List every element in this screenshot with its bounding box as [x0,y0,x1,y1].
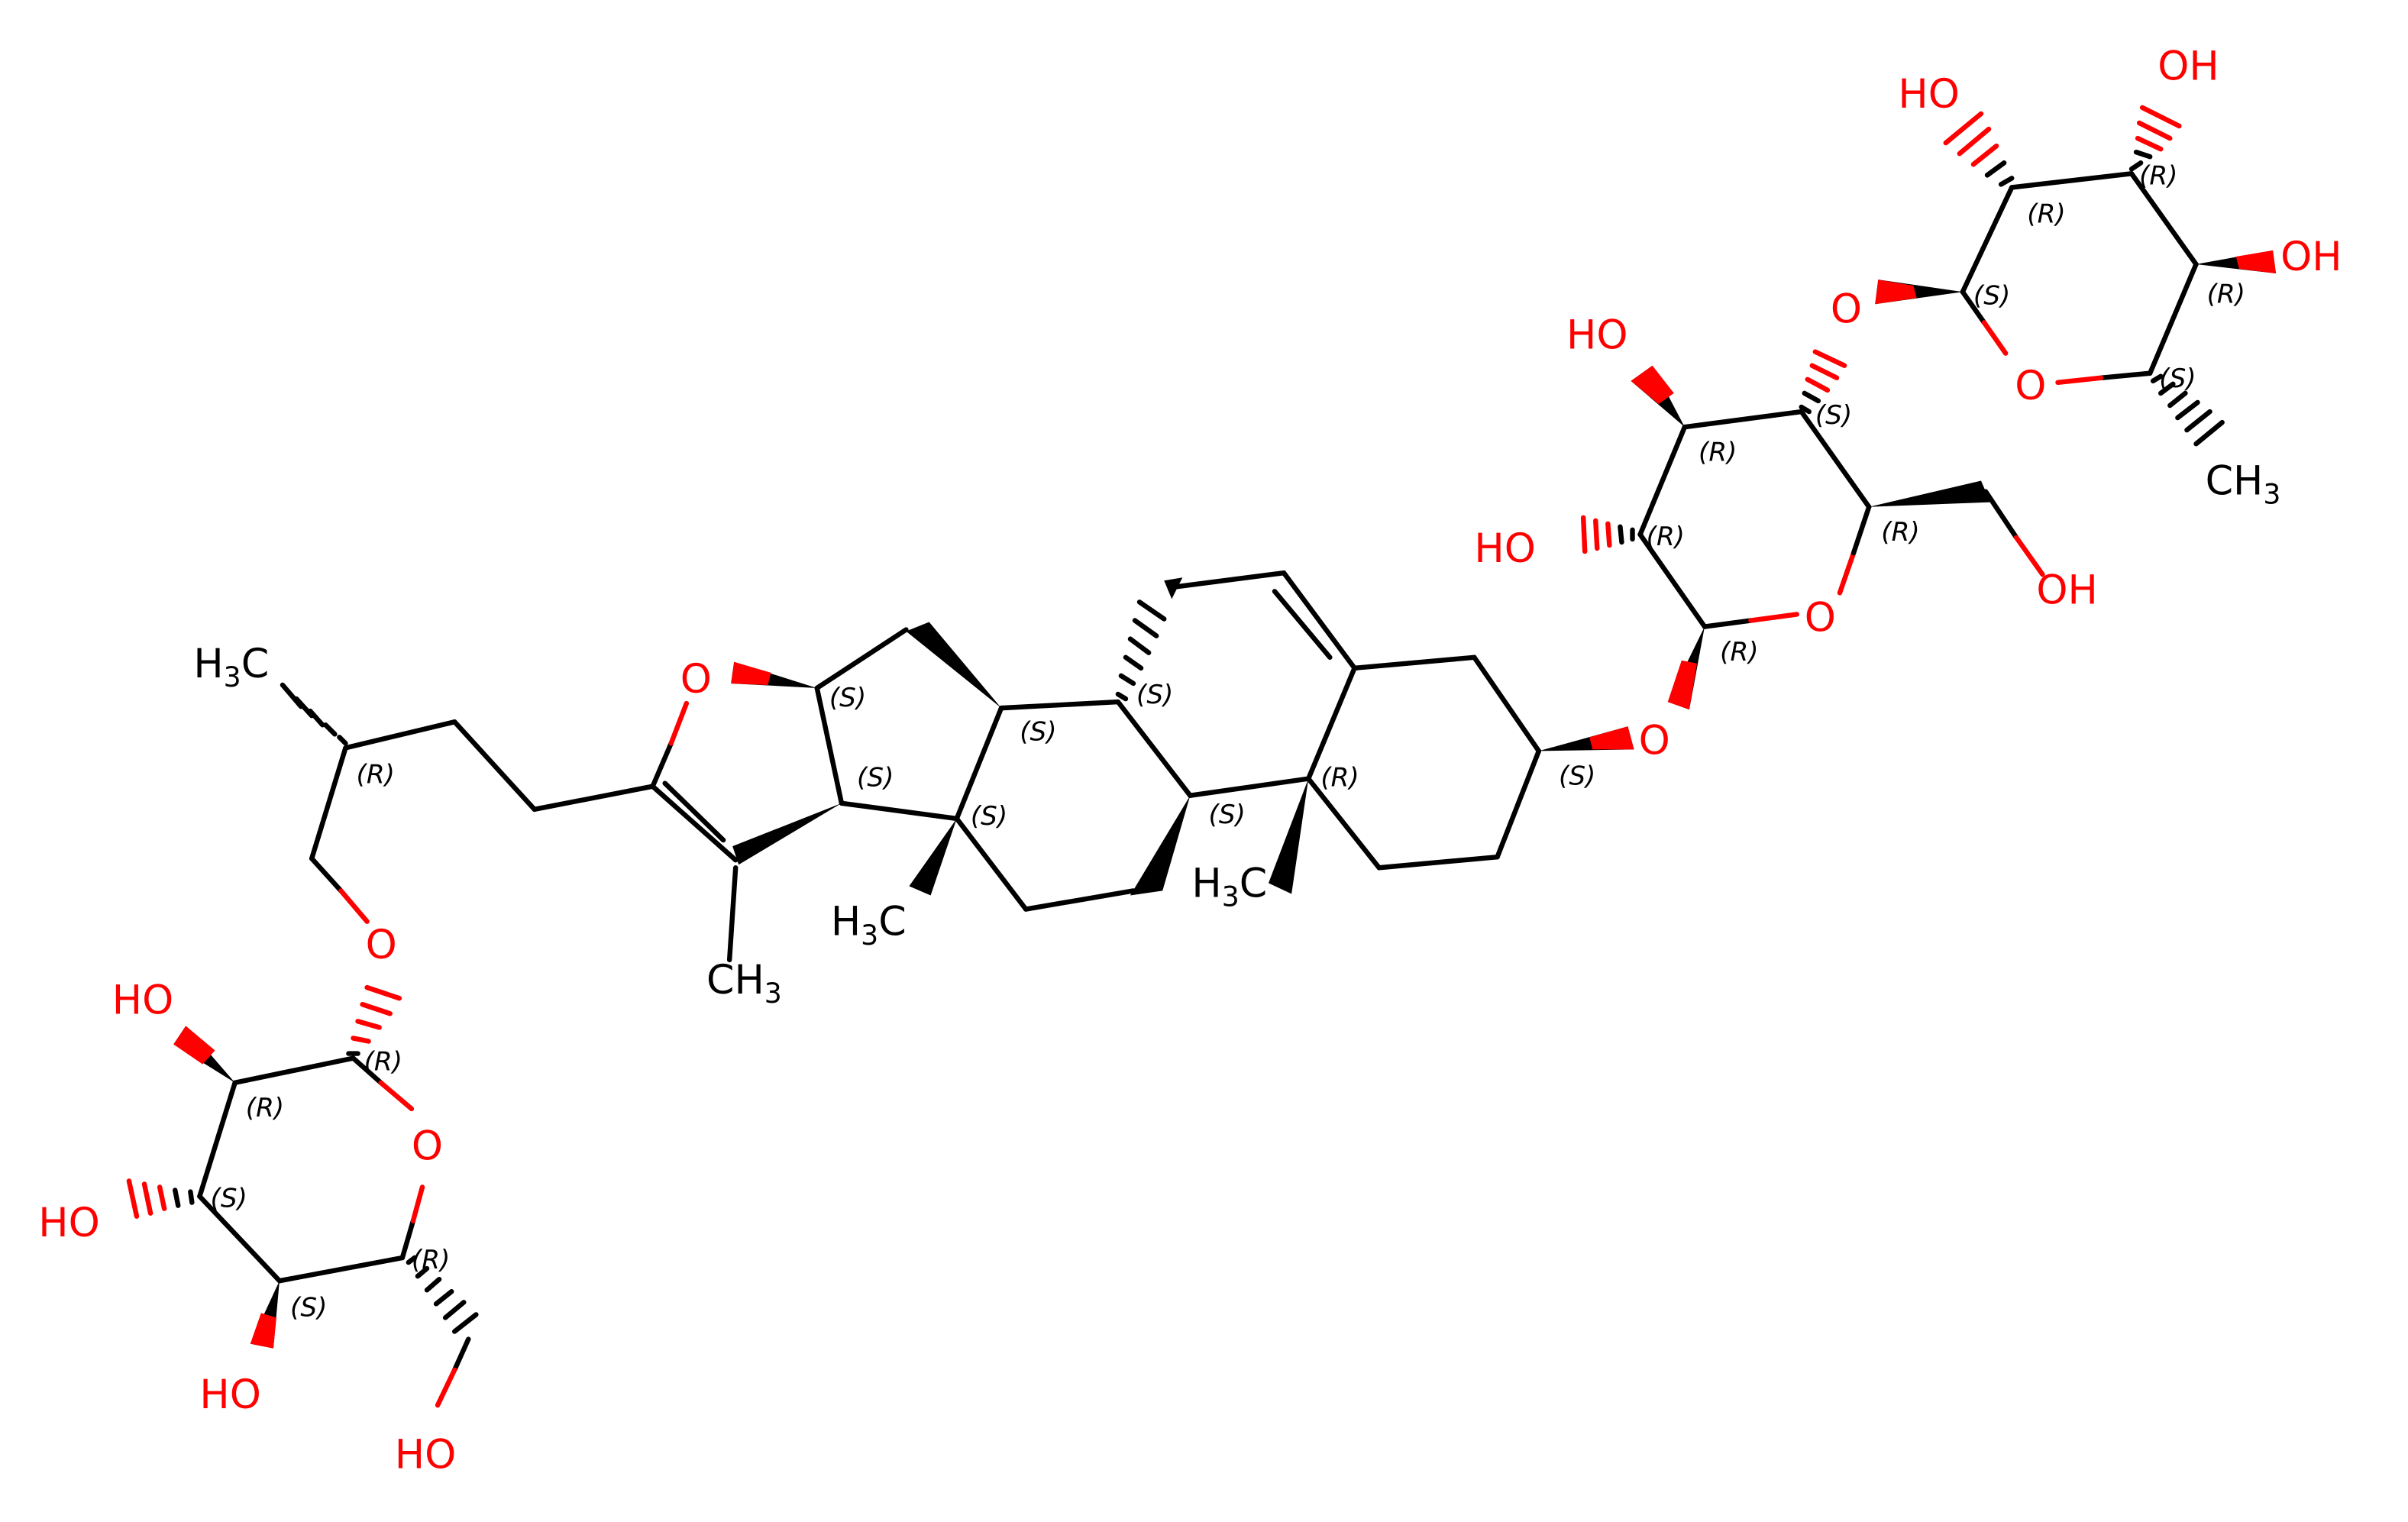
atom-label: HO [199,1372,260,1418]
stereo-label: (S) [210,1184,247,1214]
atom-label: H3C [831,899,907,952]
hash-bond [2150,373,2225,447]
stereo-label: (R) [2139,160,2177,191]
atom-label: CH3 [706,957,782,1010]
atom-label: O [680,656,712,703]
atom-label: O [1805,595,1836,641]
stereo-label: (R) [1881,517,1919,548]
stereo-label: (S) [1815,400,1852,431]
atom-label: HO [112,977,173,1023]
stereo-label: (R) [1720,637,1758,667]
glucose-ring-2 [126,1026,479,1408]
stereo-label: (R) [2207,279,2245,309]
atom-label: O [1831,286,1862,332]
stereo-label: (R) [1699,437,1737,467]
atom-label: H3C [193,641,269,693]
atom-label: HO [1566,312,1627,359]
stereo-label: (R) [246,1093,284,1123]
atom-labels: HO OH OH O CH3 O HO HO O OH O O H3C H3C … [38,44,2342,1478]
stereo-label: (R) [357,760,395,790]
atom-label: O [412,1123,443,1169]
stereo-label: (R) [1647,522,1685,552]
hash-bond [2128,105,2182,172]
stereo-label: (S) [857,763,894,793]
glucose-ring-1 [1580,365,2045,710]
atom-label: H3C [1191,860,1267,913]
stereo-label: (S) [290,1292,327,1323]
atom-label: O [366,922,397,968]
stereo-label: (S) [1020,716,1056,747]
stereo-label: (S) [1209,800,1246,830]
atom-label: HO [395,1431,456,1478]
stereo-labels: (S) (R) (R) (R) (S) (R) (R) (R) (S) (R) … [210,160,2245,1323]
stereo-label: (S) [1973,280,2010,311]
hash-bond [346,984,402,1056]
stereo-label: (S) [1559,761,1595,792]
atom-label: O [2015,363,2046,409]
rhamnose-ring [1799,105,2277,447]
hash-bond [1943,111,2015,187]
atom-label: OH [2280,234,2342,280]
steroid-core [532,570,1634,963]
stereo-label: (S) [971,801,1007,832]
hash-bond [1799,349,1847,415]
hash-bond [126,1178,195,1219]
hash-bond [1115,599,1167,702]
stereo-label: (S) [829,683,866,713]
atom-label: HO [38,1200,99,1246]
stereo-label: (S) [1136,680,1173,710]
hash-bond [406,1255,479,1334]
hash-bond [280,682,348,746]
atom-label: OH [2036,567,2097,613]
stereo-label: (R) [364,1047,402,1078]
side-chain [280,682,537,1056]
atom-label: CH3 [2206,458,2281,511]
atom-label: HO [1898,71,1959,118]
stereo-label: (R) [2027,199,2065,230]
atom-label: OH [2158,44,2219,90]
hash-bond [1580,515,1635,554]
stereo-label: (S) [2159,364,2196,394]
stereo-label: (R) [412,1245,450,1275]
stereo-label: (R) [1320,763,1359,793]
atom-label: HO [1474,525,1535,572]
atom-label: O [1639,717,1670,764]
